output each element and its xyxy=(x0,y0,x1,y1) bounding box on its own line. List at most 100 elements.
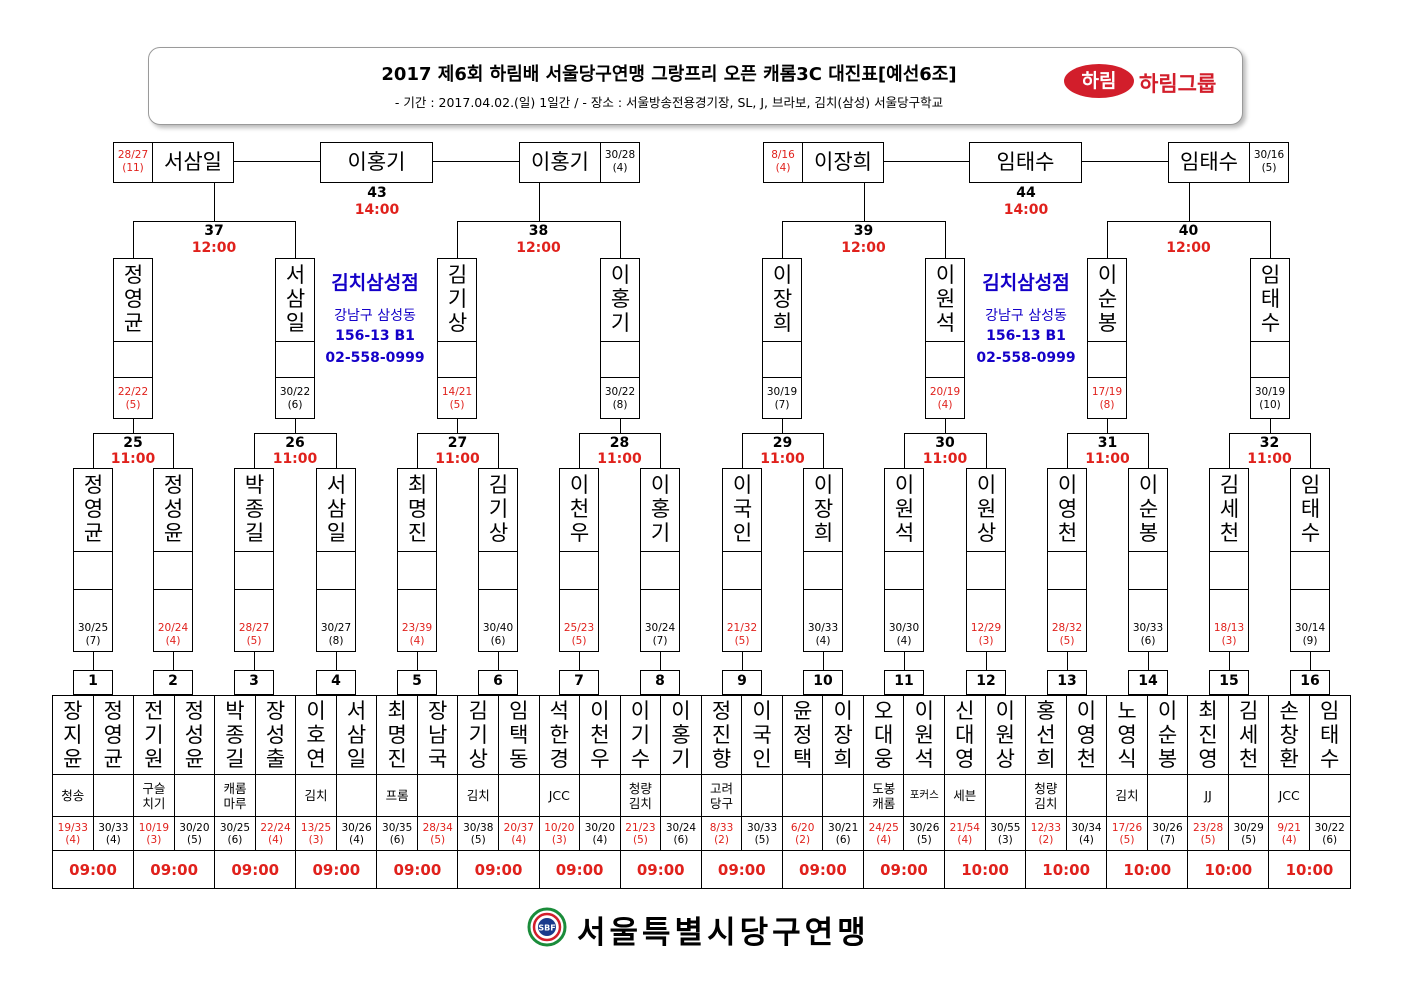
player-name: 이기수 xyxy=(630,699,651,771)
federation-name: 서울특별시당구연맹 xyxy=(577,915,870,951)
score-inning: (5) xyxy=(1119,833,1135,846)
score-inning: (5) xyxy=(1200,833,1216,846)
bracket-line xyxy=(884,161,969,162)
divider xyxy=(804,589,842,590)
club-cell: JJ xyxy=(1187,774,1229,817)
score-inning: (2) xyxy=(714,833,729,846)
score-cell: 24/25(4) xyxy=(862,816,905,851)
player-cell: 이홍기 xyxy=(660,695,702,775)
score-value: 19/33 xyxy=(57,821,88,834)
bracket-line xyxy=(1310,433,1311,468)
player-cell: 장남국 xyxy=(416,695,459,775)
match-time-cell: 10:00 xyxy=(1106,850,1189,889)
score-inning: (4) xyxy=(165,635,181,647)
score-cell: 30/33(4) xyxy=(92,816,135,851)
score-box: 12/29(3) xyxy=(967,622,1005,648)
score-box: 30/33(6) xyxy=(1129,622,1167,648)
score-value: 30/22 xyxy=(1314,821,1345,834)
bracket-line xyxy=(433,161,519,162)
bracket-line xyxy=(1067,652,1068,670)
match-number: 37 xyxy=(204,223,224,239)
divider xyxy=(317,589,355,590)
bracket-line xyxy=(1229,433,1310,434)
player-name: 최명진 xyxy=(387,699,407,771)
score-inning: (4) xyxy=(511,833,527,846)
score-box: 30/28(4) xyxy=(600,142,640,183)
score-value: 17/26 xyxy=(1111,821,1143,834)
score-value: 30/33 xyxy=(807,622,839,634)
score-box: 17/19(8) xyxy=(1088,386,1126,412)
score-value: 30/25 xyxy=(219,821,251,834)
bracket-line xyxy=(254,433,255,468)
score-cell: 13/25(3) xyxy=(295,816,337,851)
bracket-line xyxy=(620,221,621,258)
player-name: 이천우 xyxy=(569,473,590,545)
match-time-cell: 10:00 xyxy=(944,850,1027,889)
bracket-line xyxy=(173,652,174,670)
club-cell xyxy=(579,774,621,817)
score-inning: (5) xyxy=(186,833,202,846)
divider xyxy=(154,551,192,552)
score-value: 20/19 xyxy=(929,386,961,398)
score-inning: (8) xyxy=(1099,399,1115,411)
club-name: 김치 xyxy=(1115,788,1139,803)
score-value: 30/30 xyxy=(888,622,920,634)
score-cell: 30/26(4) xyxy=(335,816,378,851)
match-number: 39 xyxy=(853,223,874,239)
club-name: JCC xyxy=(1278,788,1300,803)
match-time: 11:00 xyxy=(110,451,156,467)
score-value: 30/26 xyxy=(909,821,940,834)
venue-phone: 02-558-0999 xyxy=(325,350,425,366)
player-name: 이호연 xyxy=(306,699,326,771)
score-value: 28/27 xyxy=(117,149,149,161)
bracket-line xyxy=(904,433,986,434)
score-value: 22/24 xyxy=(260,821,291,834)
bracket-line xyxy=(782,221,945,222)
score-inning: (3) xyxy=(1221,635,1237,647)
score-box: 30/22(8) xyxy=(601,386,639,412)
match-number: 32 xyxy=(1259,435,1280,451)
divider xyxy=(885,551,923,552)
player-cell: 홍선희 xyxy=(1025,695,1067,775)
score-inning: (4) xyxy=(937,399,953,411)
match-number-box: 10 xyxy=(803,670,843,695)
score-row: 19/33(4)30/33(4)10/19(3)30/20(5)30/25(6)… xyxy=(52,816,1351,851)
round2-player-box: 이순봉 30/33(6) xyxy=(1128,468,1168,652)
club-cell xyxy=(781,774,824,817)
score-inning: (8) xyxy=(328,635,344,647)
bracket-line xyxy=(660,433,661,468)
score-value: 25/23 xyxy=(563,622,595,634)
score-value: 20/37 xyxy=(503,821,534,834)
bracket-line xyxy=(173,433,174,468)
player-name: 정영균 xyxy=(83,473,104,545)
bracket-line xyxy=(904,652,905,670)
score-value: 28/34 xyxy=(422,821,453,834)
club-cell: 세븐 xyxy=(944,774,986,817)
score-value: 17/19 xyxy=(1091,386,1123,398)
bracket-line xyxy=(1148,652,1149,670)
match-number-box: 6 xyxy=(478,670,518,695)
bracket-line xyxy=(1067,433,1148,434)
player-name: 노영식 xyxy=(1117,699,1137,771)
score-value: 30/33 xyxy=(98,821,129,834)
match-number-box: 9 xyxy=(722,670,762,695)
score-inning: (7) xyxy=(652,635,668,647)
score-inning: (4) xyxy=(268,833,283,846)
score-value: 30/34 xyxy=(1071,821,1102,834)
match-time-cell: 10:00 xyxy=(1268,850,1351,889)
bracket-line xyxy=(417,433,418,468)
match-number-box: 13 xyxy=(1047,670,1087,695)
score-cell: 12/33(2) xyxy=(1025,816,1067,851)
bracket-line xyxy=(579,652,580,670)
player-name: 정영균 xyxy=(103,699,123,771)
score-value: 30/27 xyxy=(320,622,352,634)
score-value: 30/24 xyxy=(644,622,676,634)
player-name: 이국인 xyxy=(752,699,772,771)
player-name: 이순봉 xyxy=(1138,473,1159,545)
divider xyxy=(276,377,314,378)
score-inning: (6) xyxy=(227,833,243,846)
club-cell: 구슬치기 xyxy=(133,774,175,817)
